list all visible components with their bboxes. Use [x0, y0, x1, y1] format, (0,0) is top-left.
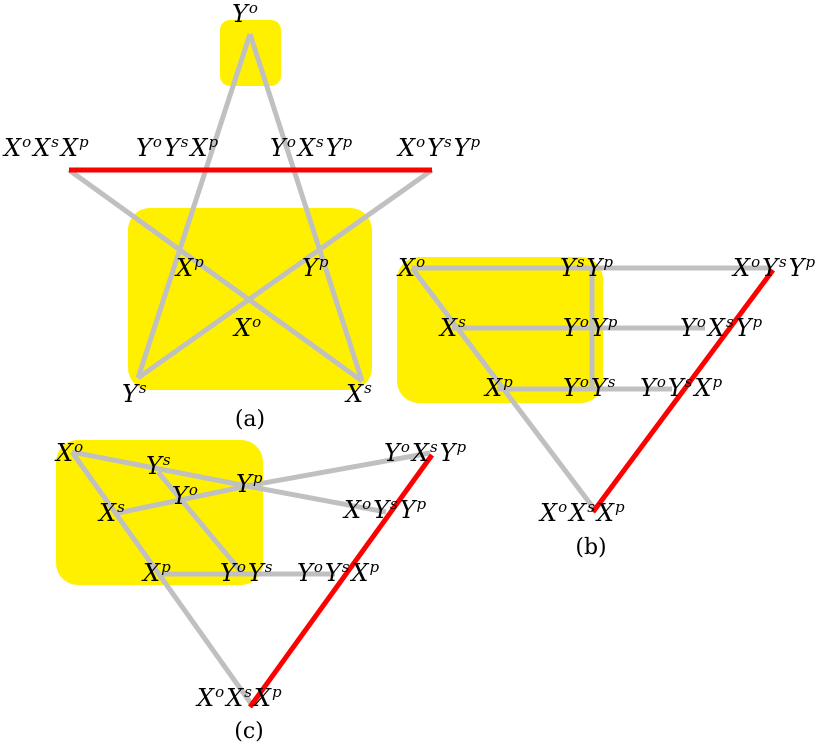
panel-b-critical-edge [590, 268, 776, 514]
panel-c-node-Xo: Xo​ [54, 438, 83, 467]
panel-c-node-XoXsXp: Xo​Xs​Xp​ [195, 683, 282, 712]
panel-c-node-Ys: Ys​ [146, 451, 171, 480]
panel-c-node-YoYsXp: Yo​Ys​Xp​ [297, 558, 380, 587]
panel-a-caption: (a) [235, 407, 265, 432]
panel-b-node-YsYp: Ys​Yp​ [560, 253, 613, 282]
panel-captions: (a) (b) (c) [234, 407, 606, 744]
panel-a-edge [67, 167, 364, 384]
panel-b-caption: (b) [575, 535, 606, 560]
panel-b-node-Xp: Xp​ [483, 373, 513, 402]
panel-b-node-XoYsYp: Xo​Ys​Yp​ [731, 253, 816, 282]
panel-c-node-Yo: Yo​ [172, 481, 198, 510]
panel-c-edge [71, 449, 248, 489]
panel-b-node-Xs: Xs​ [438, 313, 466, 342]
node-labels: Yo​Xo​Xs​Xp​Yo​Ys​Xp​Yo​Xs​Yp​Xo​Ys​Yp​X… [2, 0, 816, 712]
panel-c-caption: (c) [234, 719, 264, 744]
panel-c-node-Xp: Xp​ [141, 558, 171, 587]
panel-c-node-YoXsYp: Yo​Xs​Yp​ [384, 438, 467, 467]
panel-a-edge [247, 33, 365, 382]
panel-c-critical-edge [247, 453, 435, 709]
panel-a-node-Xs: Xs​ [344, 379, 372, 408]
panel-a-node-Yo: Yo​ [232, 0, 258, 28]
panel-b-node-YoYp: Yo​Yp​ [563, 313, 618, 342]
panel-b-node-Xo: Xo​ [396, 253, 425, 282]
panel-c-node-Xs: Xs​ [97, 498, 125, 527]
panel-b-node-XoXsXp: Xo​Xs​Xp​ [538, 498, 625, 527]
panel-b-edge [410, 266, 597, 512]
panel-a-node-Xo: Xo​ [232, 313, 261, 342]
panel-a-highlight-region [220, 20, 281, 86]
panel-c-edge [246, 483, 387, 515]
panel-a-node-XoYsYp: Xo​Ys​Yp​ [396, 133, 481, 162]
panel-b-node-YoXsYp: Yo​Xs​Yp​ [680, 313, 763, 342]
panel-c-edge [156, 470, 245, 576]
panel-b-node-YoYsXp: Yo​Ys​Xp​ [640, 373, 723, 402]
panel-a-edge [135, 33, 253, 379]
panel-c-node-XoYsYp: Xo​Ys​Yp​ [342, 495, 427, 524]
panel-a-node-Xp: Xp​ [174, 253, 204, 282]
panel-c-node-YoYs: Yo​Ys​ [220, 558, 273, 587]
panel-c-highlight-region [56, 440, 263, 585]
panel-a-node-Ys: Ys​ [122, 379, 147, 408]
panel-c-edge [69, 450, 255, 707]
panel-c-edge [246, 450, 431, 489]
panel-a-node-Yp: Yp​ [302, 253, 329, 282]
panel-b-node-YoYs: Yo​Ys​ [563, 373, 616, 402]
edges [67, 33, 776, 709]
panel-a-node-YoXsYp: Yo​Xs​Yp​ [270, 133, 353, 162]
panel-a-node-XoXsXp: Xo​Xs​Xp​ [2, 133, 89, 162]
panel-a-node-YoYsXp: Yo​Ys​Xp​ [136, 133, 219, 162]
panel-c-node-Yp: Yp​ [236, 469, 263, 498]
panel-a-edge [136, 167, 434, 381]
